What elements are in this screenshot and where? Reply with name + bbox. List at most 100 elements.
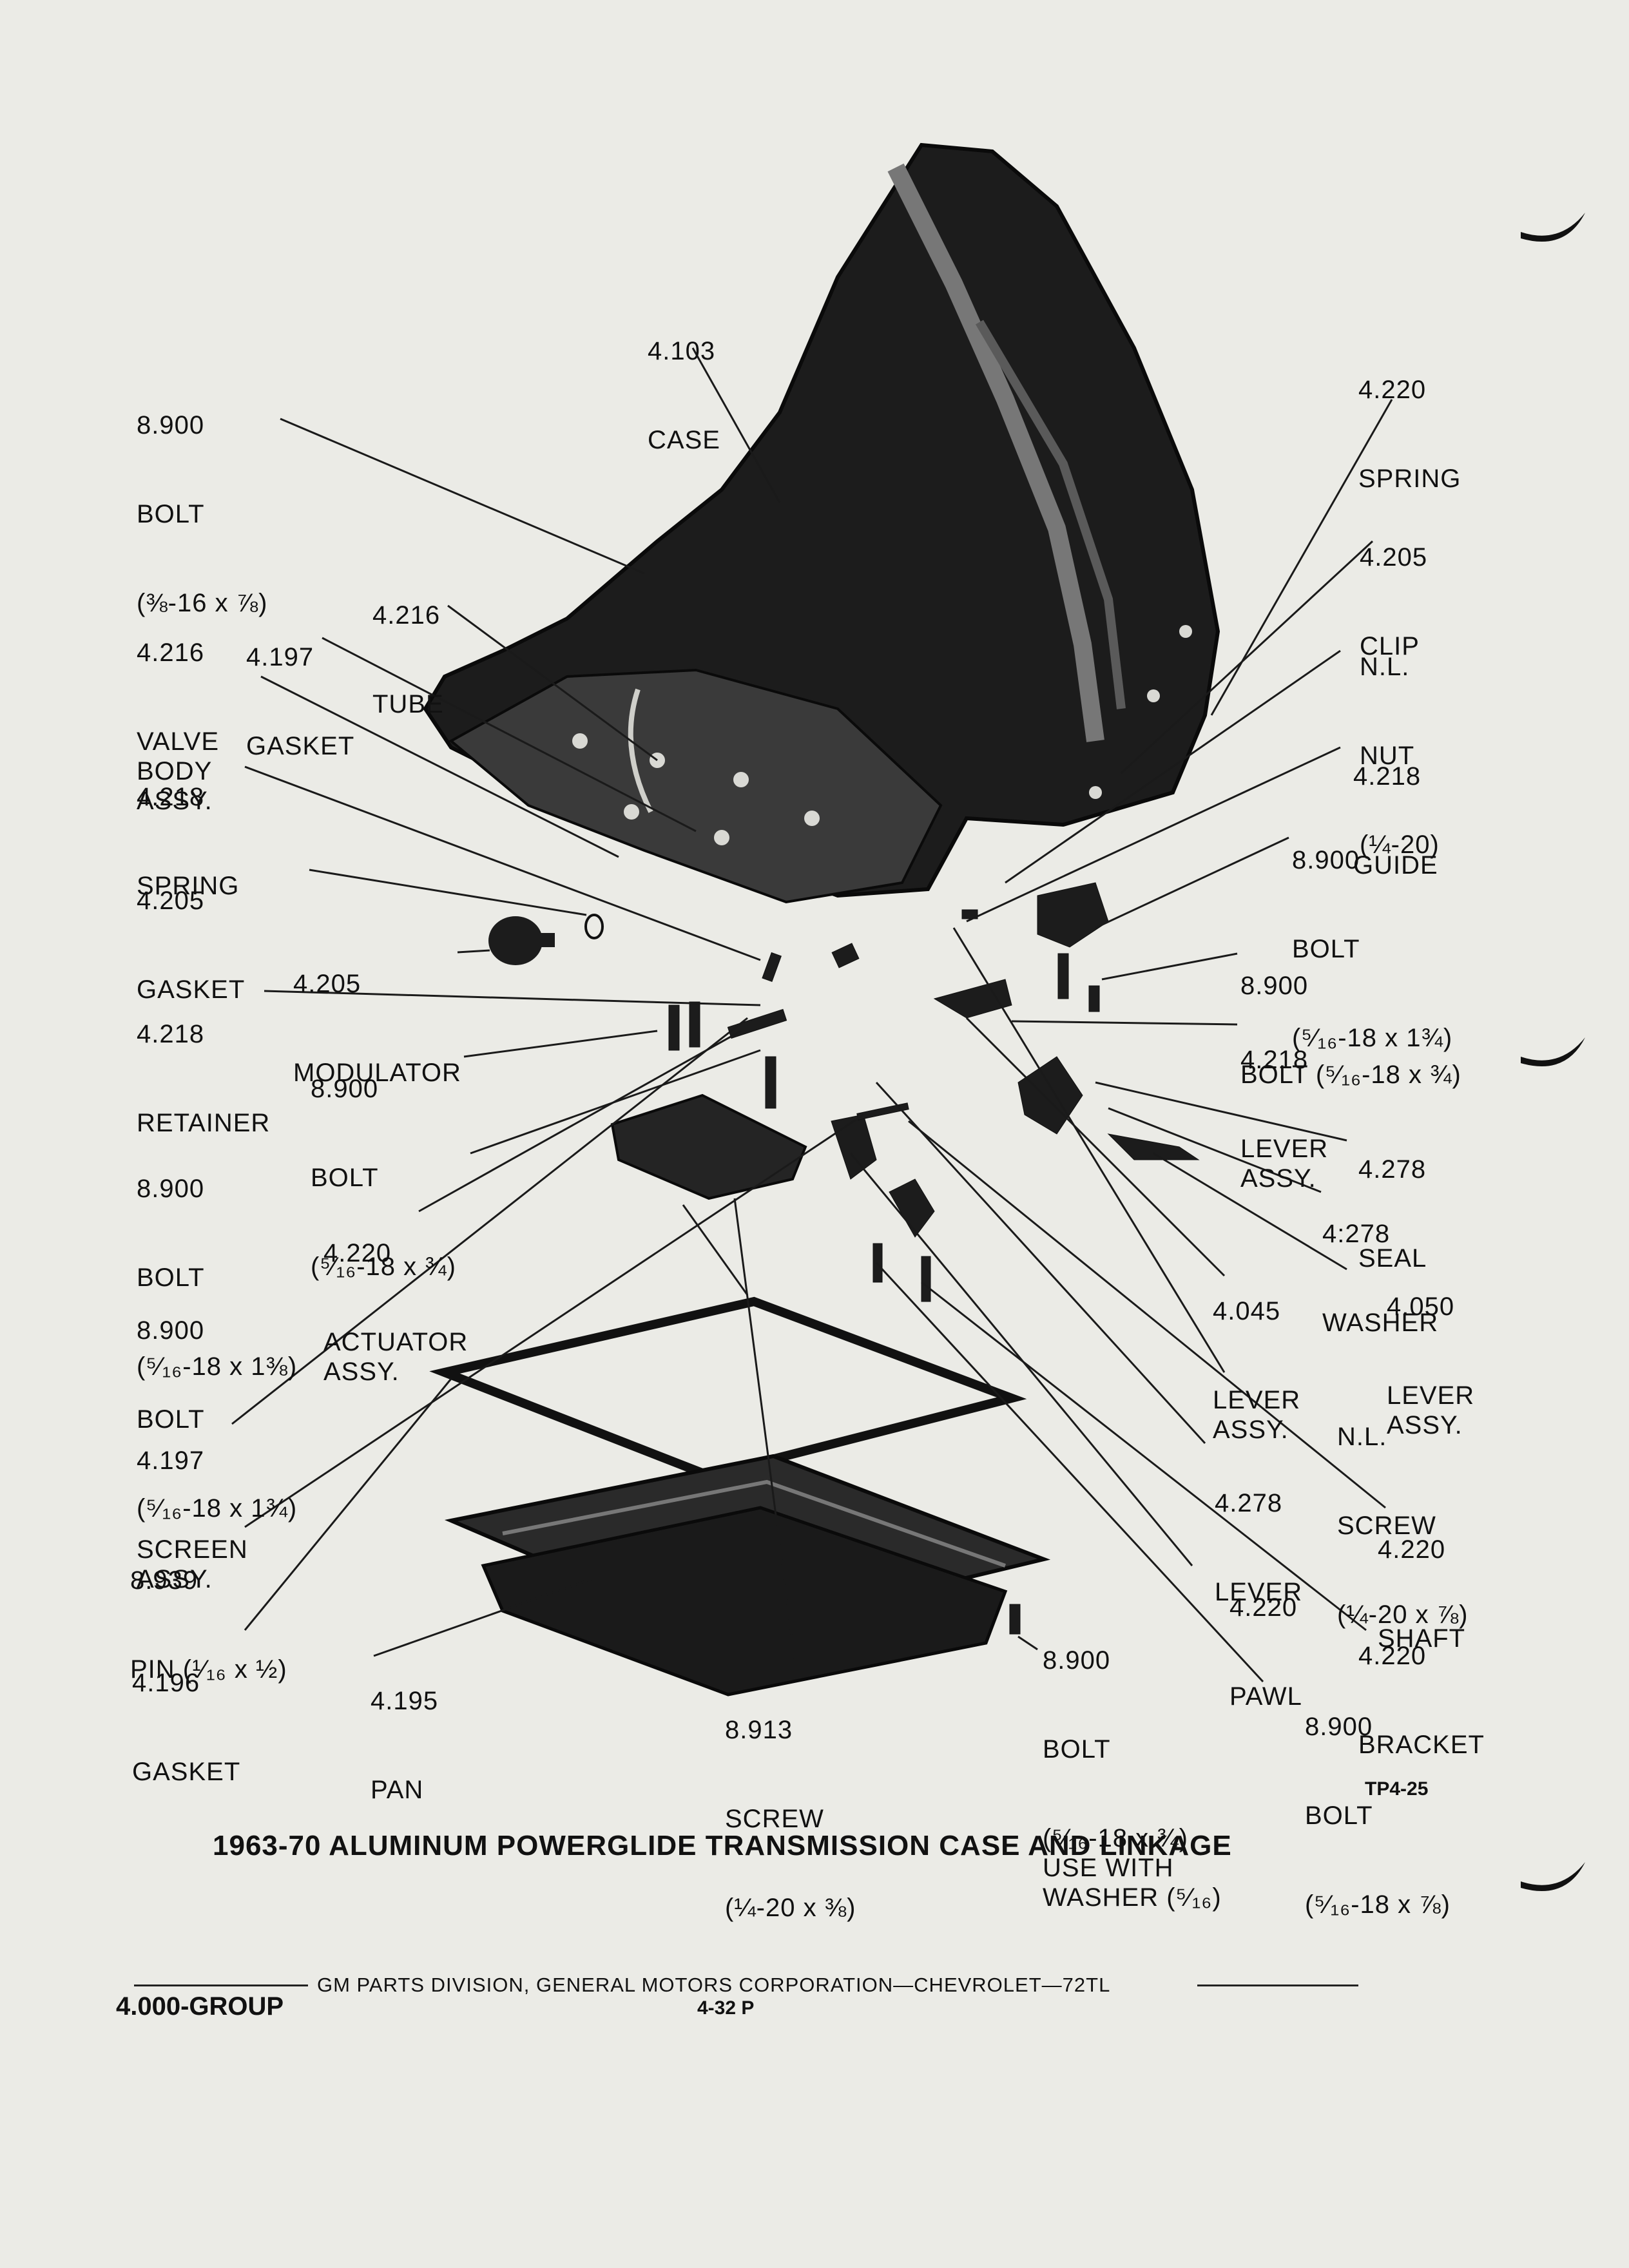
callout-pin: 8.939 PIN (¹⁄₁₆ x ½)	[130, 1506, 287, 1744]
valve-body-bolt	[733, 772, 749, 787]
leader-line	[1095, 1081, 1347, 1142]
leader-line	[691, 347, 781, 503]
valve-body-bolt	[572, 733, 588, 749]
callout-number: 4.050	[1387, 1293, 1455, 1321]
callout-part-name: BOLT	[311, 1164, 379, 1192]
gasket-ring	[584, 914, 604, 939]
footer-publisher: GM PARTS DIVISION, GENERAL MOTORS CORPOR…	[317, 1974, 1111, 1996]
callout-part-name: PAWL	[1229, 1682, 1302, 1711]
bolt-part	[1088, 985, 1100, 1012]
spring-218	[762, 952, 782, 983]
pawl-part	[831, 1114, 877, 1180]
callout-number: 8.900	[1043, 1646, 1111, 1675]
leader-line	[1153, 1152, 1347, 1271]
leader-line	[447, 604, 658, 762]
callout-part-name: MODULATOR	[293, 1059, 461, 1087]
bolt-part	[668, 1004, 680, 1051]
leader-line	[373, 1577, 593, 1657]
modulator-part	[488, 916, 555, 965]
callout-part-name: BOLT	[1043, 1735, 1111, 1763]
tube-shape	[628, 688, 653, 813]
leader-line	[463, 1030, 658, 1058]
callout-part-name: BOLT	[1292, 935, 1360, 963]
leader-line	[952, 927, 1226, 1373]
callout-part-name: LEVER ASSY.	[1387, 1381, 1475, 1439]
callout-part-name: GASKET	[137, 975, 246, 1004]
callout-screw-913: 8.913 SCREW (¼-20 x ⅜)	[725, 1656, 856, 1982]
figure-caption: 1963-70 ALUMINUM POWERGLIDE TRANSMISSION…	[213, 1830, 1232, 1861]
callout-part-name: LEVER ASSY.	[1240, 1135, 1329, 1193]
callout-number: 4.197	[246, 643, 314, 671]
callout-size-spec: (¼-20)	[1360, 831, 1440, 859]
leader-line	[244, 1378, 452, 1631]
callout-size-spec: (⁵⁄₁₆-18 x ¾) USE WITH WASHER (⁵⁄₁₆)	[1043, 1824, 1222, 1912]
callout-number: 4.205	[137, 887, 205, 915]
leader-line	[1011, 1020, 1238, 1026]
callout-size-spec: (⁵⁄₁₆-18 x ¾)	[311, 1253, 456, 1281]
callout-number: 8.900	[1305, 1713, 1373, 1741]
callout-bolt-washer: 8.900 BOLT (⁵⁄₁₆-18 x ¾) USE WITH WASHER…	[1043, 1586, 1222, 1972]
leader-line	[1005, 649, 1341, 884]
leader-line	[1120, 540, 1374, 774]
bolt-part	[1009, 1604, 1021, 1635]
callout-valve-body: 4.216 VALVE BODY ASSY.	[137, 579, 219, 875]
callout-number: 4.218	[137, 1020, 205, 1048]
callout-nut: N.L. NUT (¼-20)	[1360, 593, 1440, 919]
callout-spring-218: 4.218 SPRING	[137, 723, 239, 960]
callout-bolt-134-right: 8.900 BOLT (⁵⁄₁₆-18 x 1¾)	[1292, 786, 1452, 1112]
callout-number: 4.205	[293, 970, 361, 998]
callout-number: 4.045	[1213, 1297, 1281, 1325]
leader-line	[264, 990, 761, 1006]
callout-number: 4.103	[648, 337, 716, 365]
leader-line	[231, 1017, 748, 1425]
callout-number: 4.218	[1353, 762, 1422, 791]
leader-line	[244, 1113, 864, 1528]
leader-line	[1017, 1635, 1038, 1651]
callout-number: 8.900	[1240, 972, 1309, 1000]
callout-modulator: 4.205 MODULATOR	[293, 910, 461, 1147]
callout-pawl: 4.220 PAWL	[1229, 1533, 1302, 1771]
callout-part-name: GASKET	[246, 732, 355, 760]
valve-body-area	[448, 668, 943, 904]
footer-group: 4.000-GROUP	[116, 1992, 284, 2021]
callout-seal: 4.278 SEAL	[1358, 1095, 1427, 1332]
callout-number: 4.197	[137, 1446, 205, 1475]
case-bolt-hole	[1179, 625, 1192, 638]
callout-lever-218: 4.218 LEVER ASSY.	[1240, 986, 1328, 1253]
callout-number: 8.900	[1292, 846, 1360, 874]
callout-size-spec: (⁵⁄₁₆-18 x 1¾)	[137, 1494, 298, 1523]
callout-part-name: CASE	[648, 426, 720, 454]
leader-line	[309, 869, 587, 916]
callout-number: 4.220	[323, 1239, 392, 1267]
callout-part-name: BOLT	[137, 1264, 205, 1292]
callout-number: 8.913	[725, 1716, 793, 1744]
callout-bolt-38: 8.900 BOLT (⅜-16 x ⅞)	[137, 351, 267, 677]
leader-line	[1095, 836, 1289, 929]
callout-part-name: BOLT	[137, 1405, 205, 1434]
callout-number: 4.216	[372, 601, 441, 629]
callout-number: 8.939	[130, 1566, 198, 1595]
callout-shaft: 4.220 SHAFT	[1378, 1475, 1465, 1713]
callout-part-name: LEVER	[1215, 1578, 1303, 1606]
bolt-part	[1057, 953, 1069, 999]
callout-part-name: VALVE BODY ASSY.	[137, 727, 220, 815]
callout-gasket-205: 4.205 GASKET	[137, 827, 245, 1064]
case-bolt-hole	[1089, 786, 1102, 799]
callout-part-name: SCREEN ASSY.	[137, 1535, 248, 1593]
callout-tube: 4.216 TUBE	[372, 541, 444, 778]
callout-gasket-196: 4.196 GASKET	[132, 1609, 240, 1846]
leader-line	[965, 1017, 1226, 1277]
bolt-part	[765, 1056, 776, 1109]
bolt-part	[921, 1256, 931, 1302]
callout-bolt-34-right: 8.900 BOLT (⁵⁄₁₆-18 x ¾)	[1240, 912, 1461, 1149]
callout-part-name: ACTUATOR ASSY.	[323, 1328, 468, 1386]
callout-part-name: SCREW	[725, 1805, 824, 1833]
leader-line	[457, 949, 490, 954]
callout-lever-045: 4.045 LEVER ASSY.	[1213, 1237, 1300, 1504]
callout-size-spec: (⅜-16 x ⅞)	[137, 589, 268, 617]
case-bolt-hole	[1147, 689, 1160, 702]
callout-bolt-134-left: 8.900 BOLT (⁵⁄₁₆-18 x 1¾)	[137, 1256, 297, 1582]
callout-spring-top: 4.220 SPRING	[1358, 316, 1461, 553]
callout-number: N.L.	[1360, 653, 1410, 681]
